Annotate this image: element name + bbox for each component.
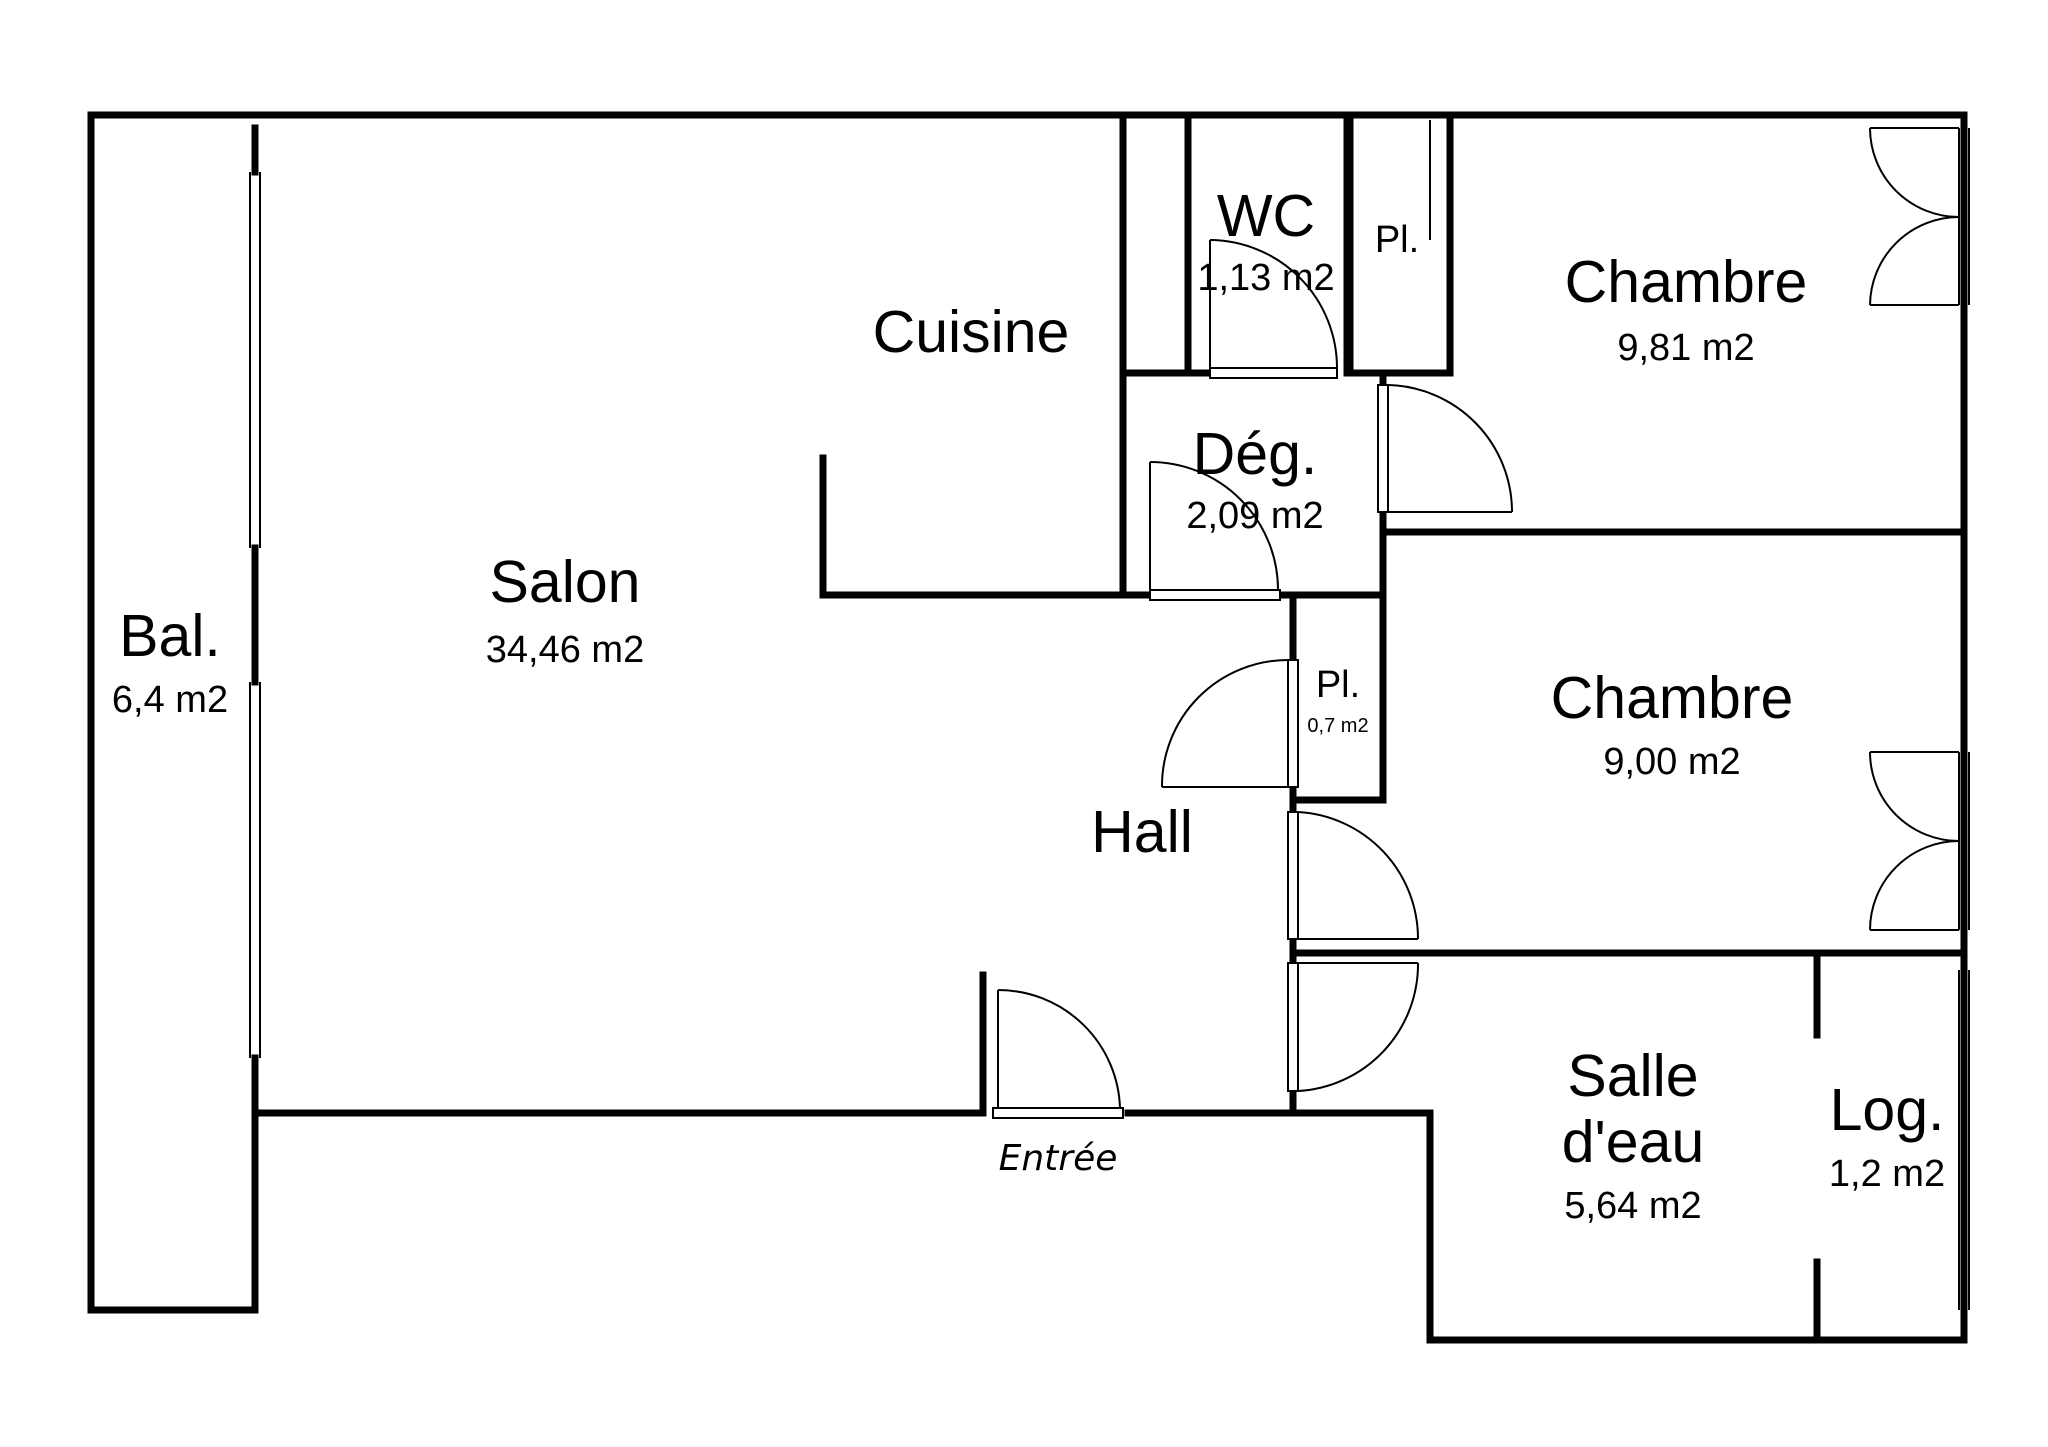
door-wc <box>1209 239 1338 379</box>
room-salle-eau-name-1: Salle <box>1567 1043 1698 1109</box>
room-placard-top-name: Pl. <box>1375 219 1419 261</box>
door-chambre-2 <box>1287 811 1420 940</box>
room-degagement-area: 2,09 m2 <box>1186 495 1323 537</box>
room-wc-name: WC <box>1217 183 1315 249</box>
room-placard-mid-area: 0,7 m2 <box>1307 715 1368 737</box>
room-salon-area: 34,46 m2 <box>486 629 644 671</box>
room-labels: Bal. 6,4 m2 Salon 34,46 m2 Cuisine WC 1,… <box>112 183 1945 1227</box>
room-cuisine-name: Cuisine <box>873 299 1070 365</box>
room-balcon-name: Bal. <box>119 603 221 669</box>
entrance-label: Entrée <box>999 1138 1118 1179</box>
room-chambre-2-name: Chambre <box>1551 665 1794 731</box>
room-hall-name: Hall <box>1091 799 1193 865</box>
room-salle-eau-name-2: d'eau <box>1562 1109 1705 1175</box>
doors <box>992 120 1960 1119</box>
door-salle-eau <box>1287 962 1420 1092</box>
room-wc-area: 1,13 m2 <box>1197 257 1334 299</box>
room-salon-name: Salon <box>490 549 641 615</box>
room-balcon-area: 6,4 m2 <box>112 679 228 721</box>
door-placard-top <box>1429 120 1451 373</box>
door-placard-mid <box>1160 659 1299 788</box>
room-chambre-2-area: 9,00 m2 <box>1603 741 1740 783</box>
room-salle-eau-area: 5,64 m2 <box>1564 1185 1701 1227</box>
window-door-chambre-1 <box>1869 127 1960 306</box>
door-entree <box>992 989 1124 1119</box>
window-door-chambre-2 <box>1869 751 1960 931</box>
room-degagement-name: Dég. <box>1193 421 1318 487</box>
door-chambre-1 <box>1377 384 1513 513</box>
room-loggia-area: 1,2 m2 <box>1829 1153 1945 1195</box>
room-loggia-name: Log. <box>1830 1077 1945 1143</box>
room-placard-mid-name: Pl. <box>1316 664 1360 706</box>
room-chambre-1-area: 9,81 m2 <box>1617 327 1754 369</box>
door-degagement <box>1149 461 1281 601</box>
room-chambre-1-name: Chambre <box>1565 249 1808 315</box>
